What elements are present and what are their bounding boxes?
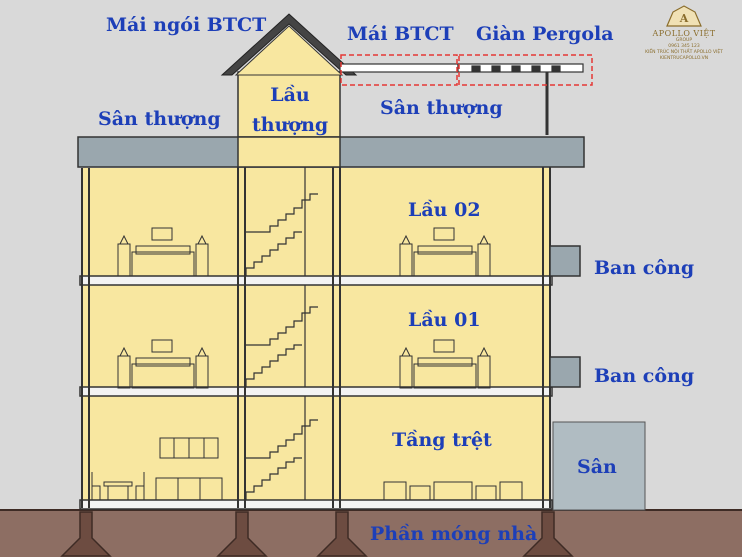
pergola-beams — [457, 63, 584, 73]
living-furniture — [383, 481, 523, 501]
attic-label-line1: Lầu — [270, 84, 310, 106]
brand-logo: A APOLLO VIỆT GROUP 0961 345 123 KIẾN TR… — [632, 4, 736, 70]
brand-description: KIẾN TRÚC NỘI THẤT APOLLO VIỆT — [645, 50, 723, 55]
kitchen-furniture — [91, 437, 223, 501]
pergola-highlight — [458, 54, 593, 86]
bed-furniture — [117, 227, 491, 389]
balcony-upper-label: Ban công — [594, 257, 695, 279]
roof-gable — [234, 25, 344, 76]
ground-floor-label: Tầng trệt — [392, 429, 492, 451]
concrete-roof-slab — [339, 63, 459, 73]
balcony-upper — [549, 245, 581, 277]
walls — [81, 167, 551, 508]
tile-roof-label: Mái ngói BTCT — [106, 14, 267, 36]
foundation-footings — [60, 511, 574, 557]
brand-emblem-icon: A — [666, 5, 702, 27]
floor2-label: Lầu 02 — [408, 199, 481, 221]
foundation-label: Phần móng nhà — [370, 523, 538, 545]
ground-soil — [0, 510, 742, 557]
concrete-roof-highlight — [340, 54, 458, 86]
brand-tagline: GROUP — [675, 38, 693, 43]
balcony-lower-label: Ban công — [594, 365, 695, 387]
staircase — [245, 167, 318, 500]
concrete-roof-label: Mái BTCT — [347, 23, 454, 45]
terrace-left-label: Sân thượng — [98, 108, 221, 130]
yard-block — [552, 421, 646, 511]
attic-label-line2: thượng — [252, 114, 329, 136]
yard-label: Sân — [577, 456, 617, 478]
svg-text:A: A — [679, 12, 689, 25]
attic-floor-gap — [237, 136, 341, 168]
floor-slabs — [79, 275, 553, 510]
floor1-label: Lầu 01 — [408, 309, 481, 331]
terrace-right-label: Sân thượng — [380, 97, 503, 119]
pergola-label: Giàn Pergola — [476, 23, 614, 45]
brand-phone: 0961 345 123 — [668, 44, 700, 49]
brand-website: KIENTRUCAPOLLO.VN — [659, 56, 709, 61]
brand-name: APOLLO VIỆT — [652, 29, 716, 38]
balcony-lower — [549, 356, 581, 388]
